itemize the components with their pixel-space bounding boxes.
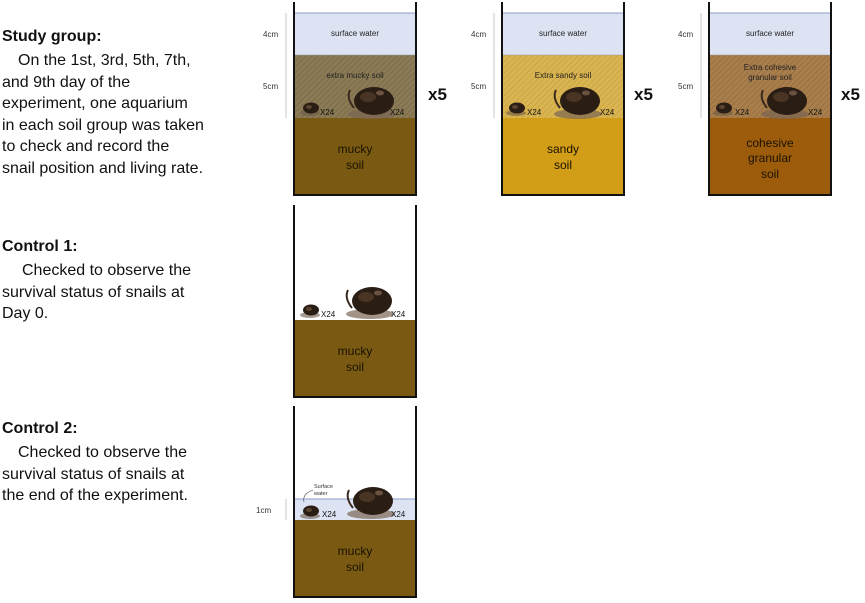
large-snail-count: X24 xyxy=(600,108,615,117)
dimension-5cm: 5cm xyxy=(678,82,693,91)
tank-outline xyxy=(708,2,832,196)
replicate-count: x5 xyxy=(428,85,447,104)
soil-label-line: mucky xyxy=(338,142,373,156)
surface-water-label: surface water xyxy=(746,29,794,38)
study-line: to check and record the xyxy=(2,138,170,155)
dimension-markers: 4cm 5cm xyxy=(263,13,287,118)
tank-outline xyxy=(293,406,417,598)
large-snail-count: X24 xyxy=(808,108,823,117)
mucky-soil-layer xyxy=(294,520,416,597)
study-line: and 9th day of the xyxy=(2,73,131,91)
study-line: in each soil group was taken xyxy=(2,116,204,134)
study-group-heading: Study group: xyxy=(2,28,102,45)
dimension-5cm: 5cm xyxy=(263,82,278,91)
small-snail-count: X24 xyxy=(322,510,337,519)
control1-line: Day 0. xyxy=(2,305,49,322)
dimension-markers: 4cm 5cm xyxy=(471,13,495,118)
tank-outline xyxy=(501,2,625,196)
control1-heading: Control 1: xyxy=(2,238,78,255)
soil-label-line: mucky xyxy=(338,344,373,358)
dimension-4cm: 4cm xyxy=(471,30,486,39)
small-snail-count: X24 xyxy=(527,108,542,117)
surface-water-label: surface water xyxy=(539,29,587,38)
soil-label-line: soil xyxy=(346,560,364,574)
mucky-soil-layer xyxy=(294,118,416,195)
surface-water-layer xyxy=(502,13,624,55)
large-snail-icon xyxy=(345,286,395,320)
soil-label-line: soil xyxy=(554,158,572,172)
surface-water-label: surface water xyxy=(331,29,379,38)
replicate-count: x5 xyxy=(841,85,860,104)
study-line: On the 1st, 3rd, 5th, 7th, xyxy=(18,52,191,69)
extra-soil-label: extra mucky soil xyxy=(326,71,384,80)
extra-soil-label: Extra sandy soil xyxy=(535,71,592,80)
small-snail-icon xyxy=(300,304,320,318)
callout-line xyxy=(303,489,314,503)
extra-soil-label: Extra cohesive xyxy=(744,63,797,72)
large-snail-count: X24 xyxy=(390,108,405,117)
control1-line: Checked to observe the xyxy=(22,262,191,279)
surface-water-small-label: water xyxy=(313,491,328,497)
soil-label-line: granular xyxy=(748,151,792,165)
control2-line: Checked to observe the xyxy=(18,444,187,461)
small-snail-count: X24 xyxy=(320,108,335,117)
surface-water-small-label: Surface xyxy=(314,484,333,490)
dimension-1cm: 1cm xyxy=(256,506,271,515)
soil-label-line: sandy xyxy=(547,142,579,156)
tank-outline xyxy=(293,205,417,398)
dimension-markers: 1cm xyxy=(256,499,287,520)
surface-water-layer xyxy=(294,13,416,55)
dimension-markers: 4cm 5cm xyxy=(678,13,702,118)
large-snail-count: X24 xyxy=(391,310,406,319)
control2-line: survival status of snails at xyxy=(2,465,185,483)
tank-control1: X24 X24 mucky soil xyxy=(293,205,417,398)
study-group-description: On the 1st, 3rd, 5th, 7th, and 9th day o… xyxy=(2,50,204,179)
control2-description: Checked to observe the survival status o… xyxy=(2,442,188,507)
large-snail-count: X24 xyxy=(391,510,406,519)
sandy-soil-layer xyxy=(502,118,624,195)
cohesive-soil-layer xyxy=(709,118,831,195)
control2-heading: Control 2: xyxy=(2,420,78,437)
soil-label-line: soil xyxy=(346,158,364,172)
small-snail-count: X24 xyxy=(321,310,336,319)
soil-label-line: soil xyxy=(346,360,364,374)
control1-line: survival status of snails at xyxy=(2,283,185,301)
study-line: experiment, one aquarium xyxy=(2,95,188,112)
control1-description: Checked to observe the survival status o… xyxy=(2,260,191,325)
control2-line: the end of the experiment. xyxy=(2,487,188,504)
dimension-5cm: 5cm xyxy=(471,82,486,91)
surface-water-layer xyxy=(709,13,831,55)
tank-sandy: surface water Extra sandy soil X24 X24 s… xyxy=(501,2,653,196)
small-snail-count: X24 xyxy=(735,108,750,117)
dimension-4cm: 4cm xyxy=(678,30,693,39)
soil-label-line: soil xyxy=(761,167,779,181)
large-snail-icon xyxy=(346,486,396,520)
tank-mucky: surface water extra mucky soil X24 X24 m… xyxy=(293,2,447,196)
extra-soil-label: granular soil xyxy=(748,73,792,82)
study-line: snail position and living rate. xyxy=(2,159,204,177)
replicate-count: x5 xyxy=(634,85,653,104)
mucky-soil-layer xyxy=(294,320,416,397)
tank-control2: X24 X24 Surface water mucky soil xyxy=(293,406,417,598)
dimension-4cm: 4cm xyxy=(263,30,278,39)
tank-outline xyxy=(293,2,417,196)
soil-label-line: mucky xyxy=(338,544,373,558)
soil-label-line: cohesive xyxy=(746,136,794,150)
tank-cohesive: surface water Extra cohesive granular so… xyxy=(708,2,860,196)
